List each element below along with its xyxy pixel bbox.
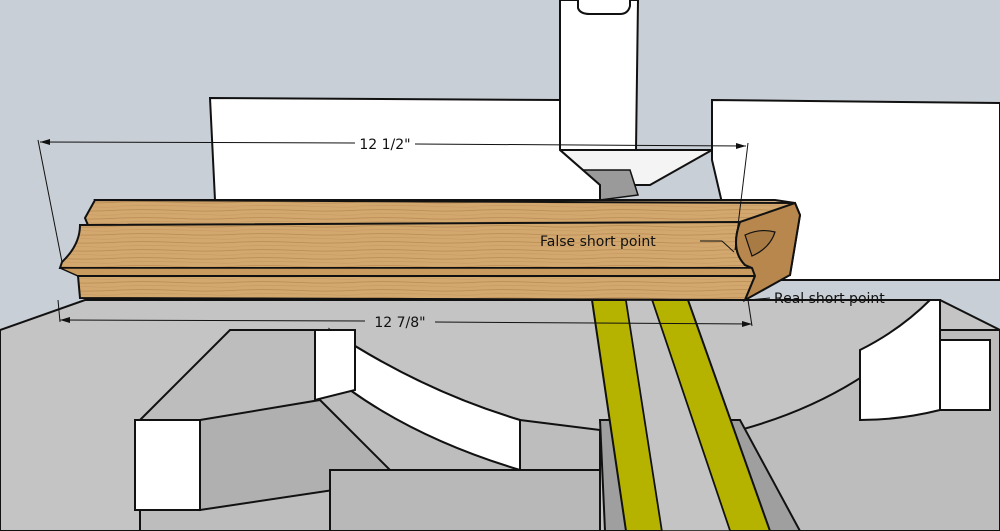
real-short-point-callout: Real short point	[747, 291, 885, 307]
false-short-point-label: False short point	[540, 234, 656, 250]
false-short-point-callout: False short point	[540, 234, 735, 253]
crown-molding	[58, 198, 802, 303]
bottom-dimension-label: 12 7/8"	[374, 315, 425, 331]
kerf-strips	[590, 299, 772, 531]
saw-table	[0, 299, 1000, 531]
top-dimension-label: 12 1/2"	[359, 137, 410, 153]
bottom-dimension: 12 7/8"	[57, 299, 753, 331]
real-short-point-label: Real short point	[774, 291, 885, 307]
top-dimension: 12 1/2"	[37, 137, 749, 263]
